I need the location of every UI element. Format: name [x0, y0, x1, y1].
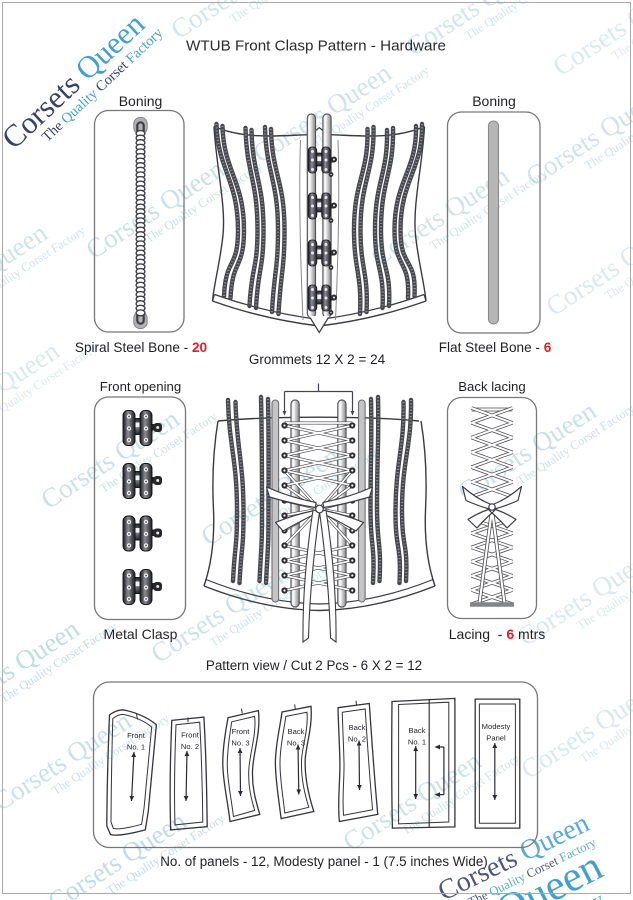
svg-text:Flat Steel Bone - 6: Flat Steel Bone - 6 [439, 340, 552, 355]
svg-text:Spiral Steel Bone - 20: Spiral Steel Bone - 20 [75, 340, 207, 355]
svg-text:Back: Back [288, 727, 305, 736]
svg-text:Front: Front [181, 731, 200, 740]
svg-text:Panel: Panel [486, 734, 506, 743]
svg-text:No. 3: No. 3 [287, 739, 305, 748]
svg-text:Front: Front [127, 731, 146, 740]
svg-text:Metal Clasp: Metal Clasp [104, 626, 178, 642]
svg-text:Lacing - 6 mtrs: Lacing - 6 mtrs [449, 626, 546, 642]
svg-text:Back lacing: Back lacing [458, 379, 525, 394]
svg-text:Back: Back [409, 726, 426, 735]
svg-text:Grommets 12 X 2 = 24: Grommets 12 X 2 = 24 [249, 352, 386, 367]
svg-text:WTUB Front Clasp Pattern - Har: WTUB Front Clasp Pattern - Hardware [186, 38, 446, 55]
svg-text:No. 1: No. 1 [127, 743, 145, 752]
svg-text:No. 3: No. 3 [231, 739, 249, 748]
svg-text:Back: Back [349, 723, 366, 732]
svg-text:Boning: Boning [119, 93, 163, 109]
svg-text:Modesty: Modesty [482, 722, 511, 731]
svg-text:Front: Front [232, 727, 251, 736]
svg-text:No. of panels - 12, Modesty pa: No. of panels - 12, Modesty panel - 1 (7… [160, 854, 488, 869]
svg-text:Boning: Boning [472, 93, 516, 109]
svg-text:No. 1: No. 1 [408, 738, 426, 747]
svg-text:Pattern view / Cut 2 Pcs - 6 X: Pattern view / Cut 2 Pcs - 6 X 2 = 12 [206, 658, 422, 673]
svg-text:No. 2: No. 2 [181, 742, 199, 751]
svg-text:No. 2: No. 2 [348, 735, 366, 744]
svg-text:Front opening: Front opening [100, 379, 181, 394]
